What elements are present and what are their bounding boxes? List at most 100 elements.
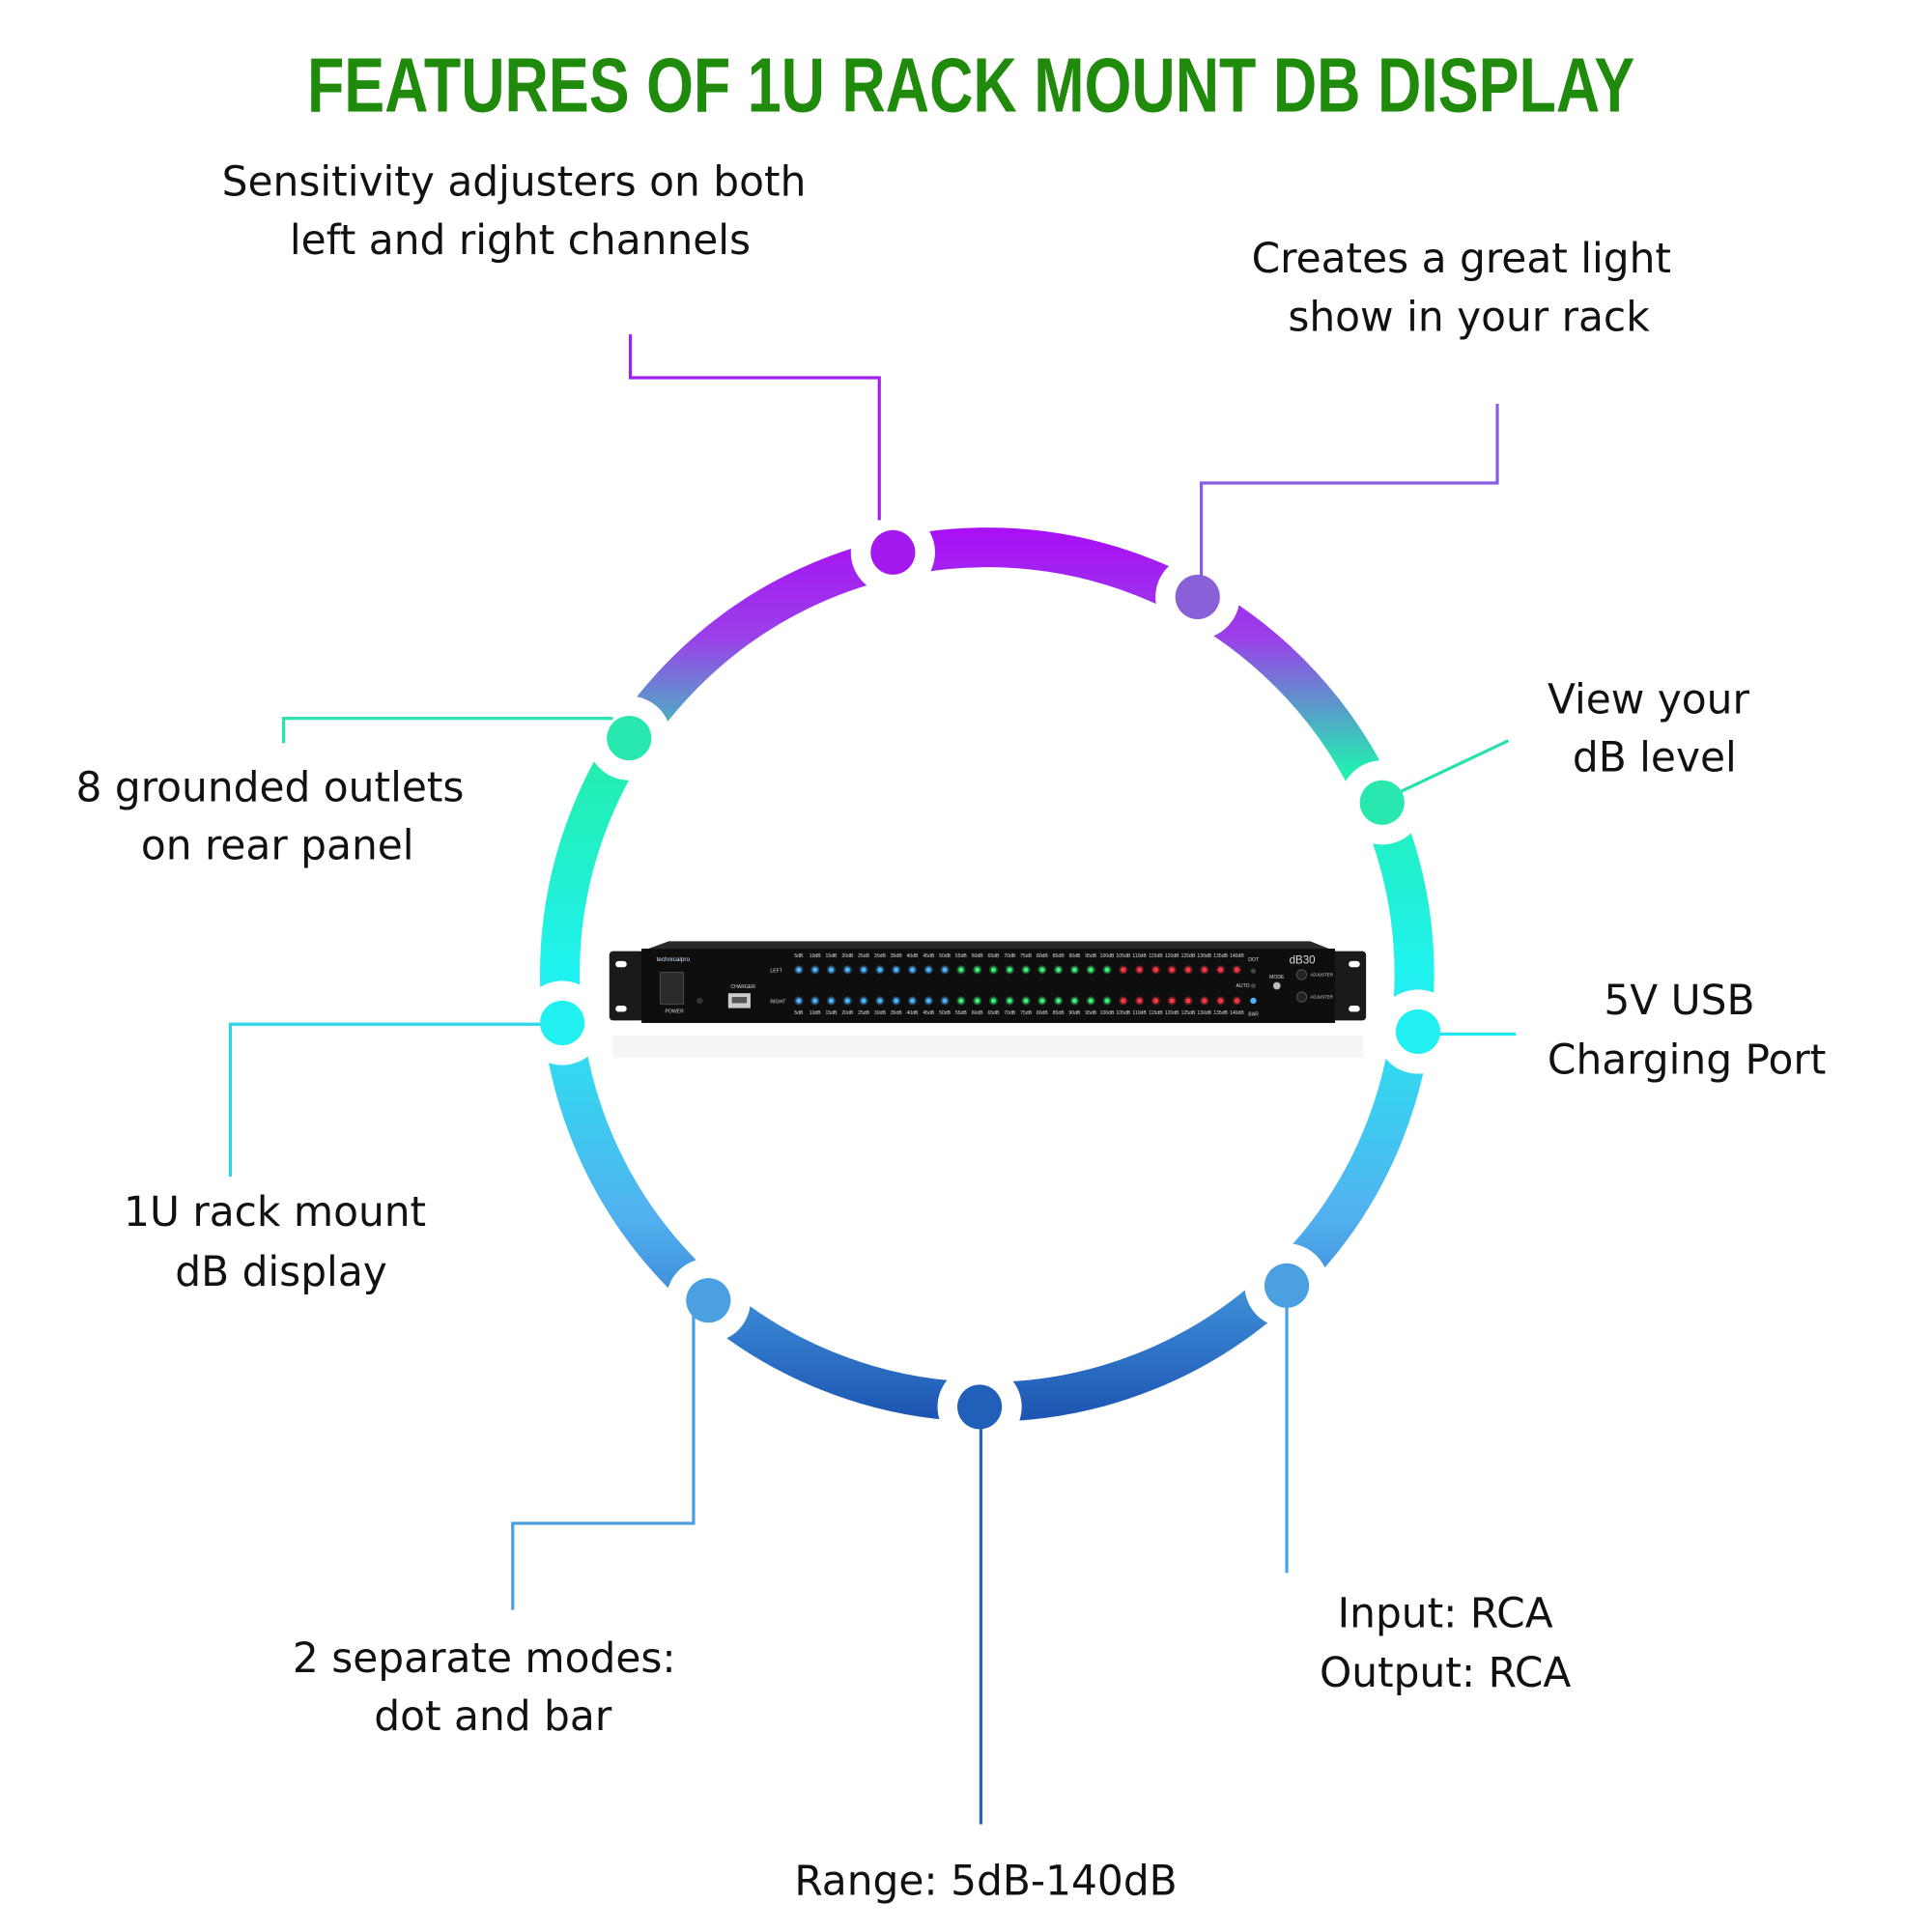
led-right-70dB <box>1007 998 1012 1004</box>
feature-modes-line1: 2 separate modes: <box>293 1634 676 1682</box>
rack-ear-right <box>1331 951 1367 1021</box>
led-right-30dB <box>877 998 883 1004</box>
led-right-75dB <box>1023 998 1029 1004</box>
led-right-140dB <box>1234 998 1239 1004</box>
level-label-right: 125dB <box>1181 1010 1196 1016</box>
level-label-left: 45dB <box>923 953 935 959</box>
level-label-right: 130dB <box>1197 1010 1211 1016</box>
leader-sensitivity <box>628 334 881 521</box>
feature-outlets-line2: on rear panel <box>141 822 414 869</box>
level-label-left: 15dB <box>826 953 838 959</box>
level-label-right: 10dB <box>810 1010 822 1016</box>
dot-usb <box>1395 1009 1441 1055</box>
led-right-50dB <box>942 998 948 1004</box>
left-adjuster-knob <box>1295 969 1308 980</box>
led-left-10dB <box>812 967 818 973</box>
level-label-right: 75dB <box>1020 1010 1033 1016</box>
led-left-90dB <box>1071 967 1077 973</box>
level-label-right: 40dB <box>907 1010 920 1016</box>
led-right-40dB <box>909 998 916 1004</box>
leader-view-db <box>1392 739 1510 797</box>
right-channel-label: RIGHT <box>770 999 785 1005</box>
led-right-80dB <box>1039 998 1045 1004</box>
led-left-25dB <box>861 967 867 973</box>
led-right-15dB <box>828 998 835 1004</box>
level-label-right: 30dB <box>874 1010 887 1016</box>
page-title: FEATURES OF 1U RACK MOUNT DB DISPLAY <box>307 42 1634 128</box>
led-left-80dB <box>1039 967 1045 973</box>
right-adjuster-knob <box>1295 991 1308 1003</box>
level-label-left: 115dB <box>1149 953 1163 959</box>
level-label-right: 105dB <box>1116 1010 1130 1016</box>
led-left-15dB <box>828 967 835 973</box>
level-label-left: 70dB <box>1004 953 1016 959</box>
mode-switch <box>1272 981 1281 990</box>
leader-modes <box>511 1312 696 1610</box>
level-label-right: 25dB <box>858 1010 870 1016</box>
level-label-left: 25dB <box>858 953 870 959</box>
left-channel-label: LEFT <box>770 968 782 974</box>
feature-io-line1: Input: RCA <box>1338 1590 1553 1637</box>
led-left-130dB <box>1202 967 1208 973</box>
feature-range: Range: 5dB-140dB <box>794 1858 1177 1905</box>
led-left-135dB <box>1218 967 1224 973</box>
led-left-125dB <box>1185 967 1191 973</box>
led-right-135dB <box>1218 998 1224 1004</box>
charger-label: CHARGER <box>730 984 755 990</box>
level-label-right: 80dB <box>1037 1010 1049 1016</box>
level-label-right: 55dB <box>955 1010 968 1016</box>
led-right-20dB <box>844 998 850 1004</box>
level-label-left: 90dB <box>1068 953 1081 959</box>
level-label-right: 60dB <box>972 1010 984 1016</box>
feature-light-show-line1: Creates a great light <box>1252 235 1671 282</box>
leader-light-show <box>1199 403 1499 577</box>
led-right-35dB <box>894 998 899 1004</box>
feature-rack-mount-line2: dB display <box>175 1248 387 1295</box>
led-right-100dB <box>1104 998 1110 1004</box>
level-label-left: 10dB <box>810 953 822 959</box>
led-left-65dB <box>990 967 997 973</box>
leader-outlets <box>281 716 613 744</box>
level-label-left: 125dB <box>1181 953 1196 959</box>
level-label-right: 15dB <box>826 1010 838 1016</box>
led-left-95dB <box>1088 967 1094 973</box>
led-right-55dB <box>958 998 964 1004</box>
led-left-75dB <box>1023 967 1029 973</box>
auto-label: AUTO <box>1236 983 1249 989</box>
dot-label: DOT <box>1248 957 1259 963</box>
feature-io-line2: Output: RCA <box>1320 1649 1571 1696</box>
dot-rack-mount <box>539 1000 585 1046</box>
level-label-right: 100dB <box>1100 1010 1115 1016</box>
brand-logo: technicalpro <box>656 956 690 963</box>
feature-usb-line1: 5V USB <box>1604 977 1754 1024</box>
led-right-120dB <box>1169 998 1175 1004</box>
led-right-65dB <box>990 998 997 1004</box>
level-label-left: 105dB <box>1116 953 1130 959</box>
feature-sensitivity-line2: left and right channels <box>290 216 751 264</box>
db-display-device: technicalpro POWER CHARGER LEFT RIGHT 5d… <box>609 941 1367 1058</box>
level-label-left: 140dB <box>1230 953 1244 959</box>
led-left-140dB <box>1234 967 1239 973</box>
feature-light-show-line2: show in your rack <box>1288 293 1650 340</box>
led-left-85dB <box>1056 967 1062 973</box>
level-label-right: 50dB <box>939 1010 952 1016</box>
level-label-left: 50dB <box>939 953 952 959</box>
level-label-right: 110dB <box>1132 1010 1147 1016</box>
led-right-85dB <box>1056 998 1062 1004</box>
adjuster-label-left: ADJUSTER <box>1310 972 1333 977</box>
level-label-left: 20dB <box>841 953 854 959</box>
led-left-50dB <box>942 967 948 973</box>
led-left-30dB <box>877 967 883 973</box>
level-label-right: 5dB <box>794 1010 804 1016</box>
led-left-5dB <box>796 967 802 973</box>
mode-label: MODE <box>1269 975 1285 980</box>
led-left-55dB <box>958 967 964 973</box>
feature-outlets-line1: 8 grounded outlets <box>75 763 464 810</box>
dot-outlets <box>607 716 652 761</box>
led-right-115dB <box>1152 998 1158 1004</box>
level-label-left: 120dB <box>1165 953 1179 959</box>
led-right-5dB <box>796 998 802 1004</box>
level-label-right: 70dB <box>1004 1010 1016 1016</box>
level-label-right: 95dB <box>1085 1010 1097 1016</box>
